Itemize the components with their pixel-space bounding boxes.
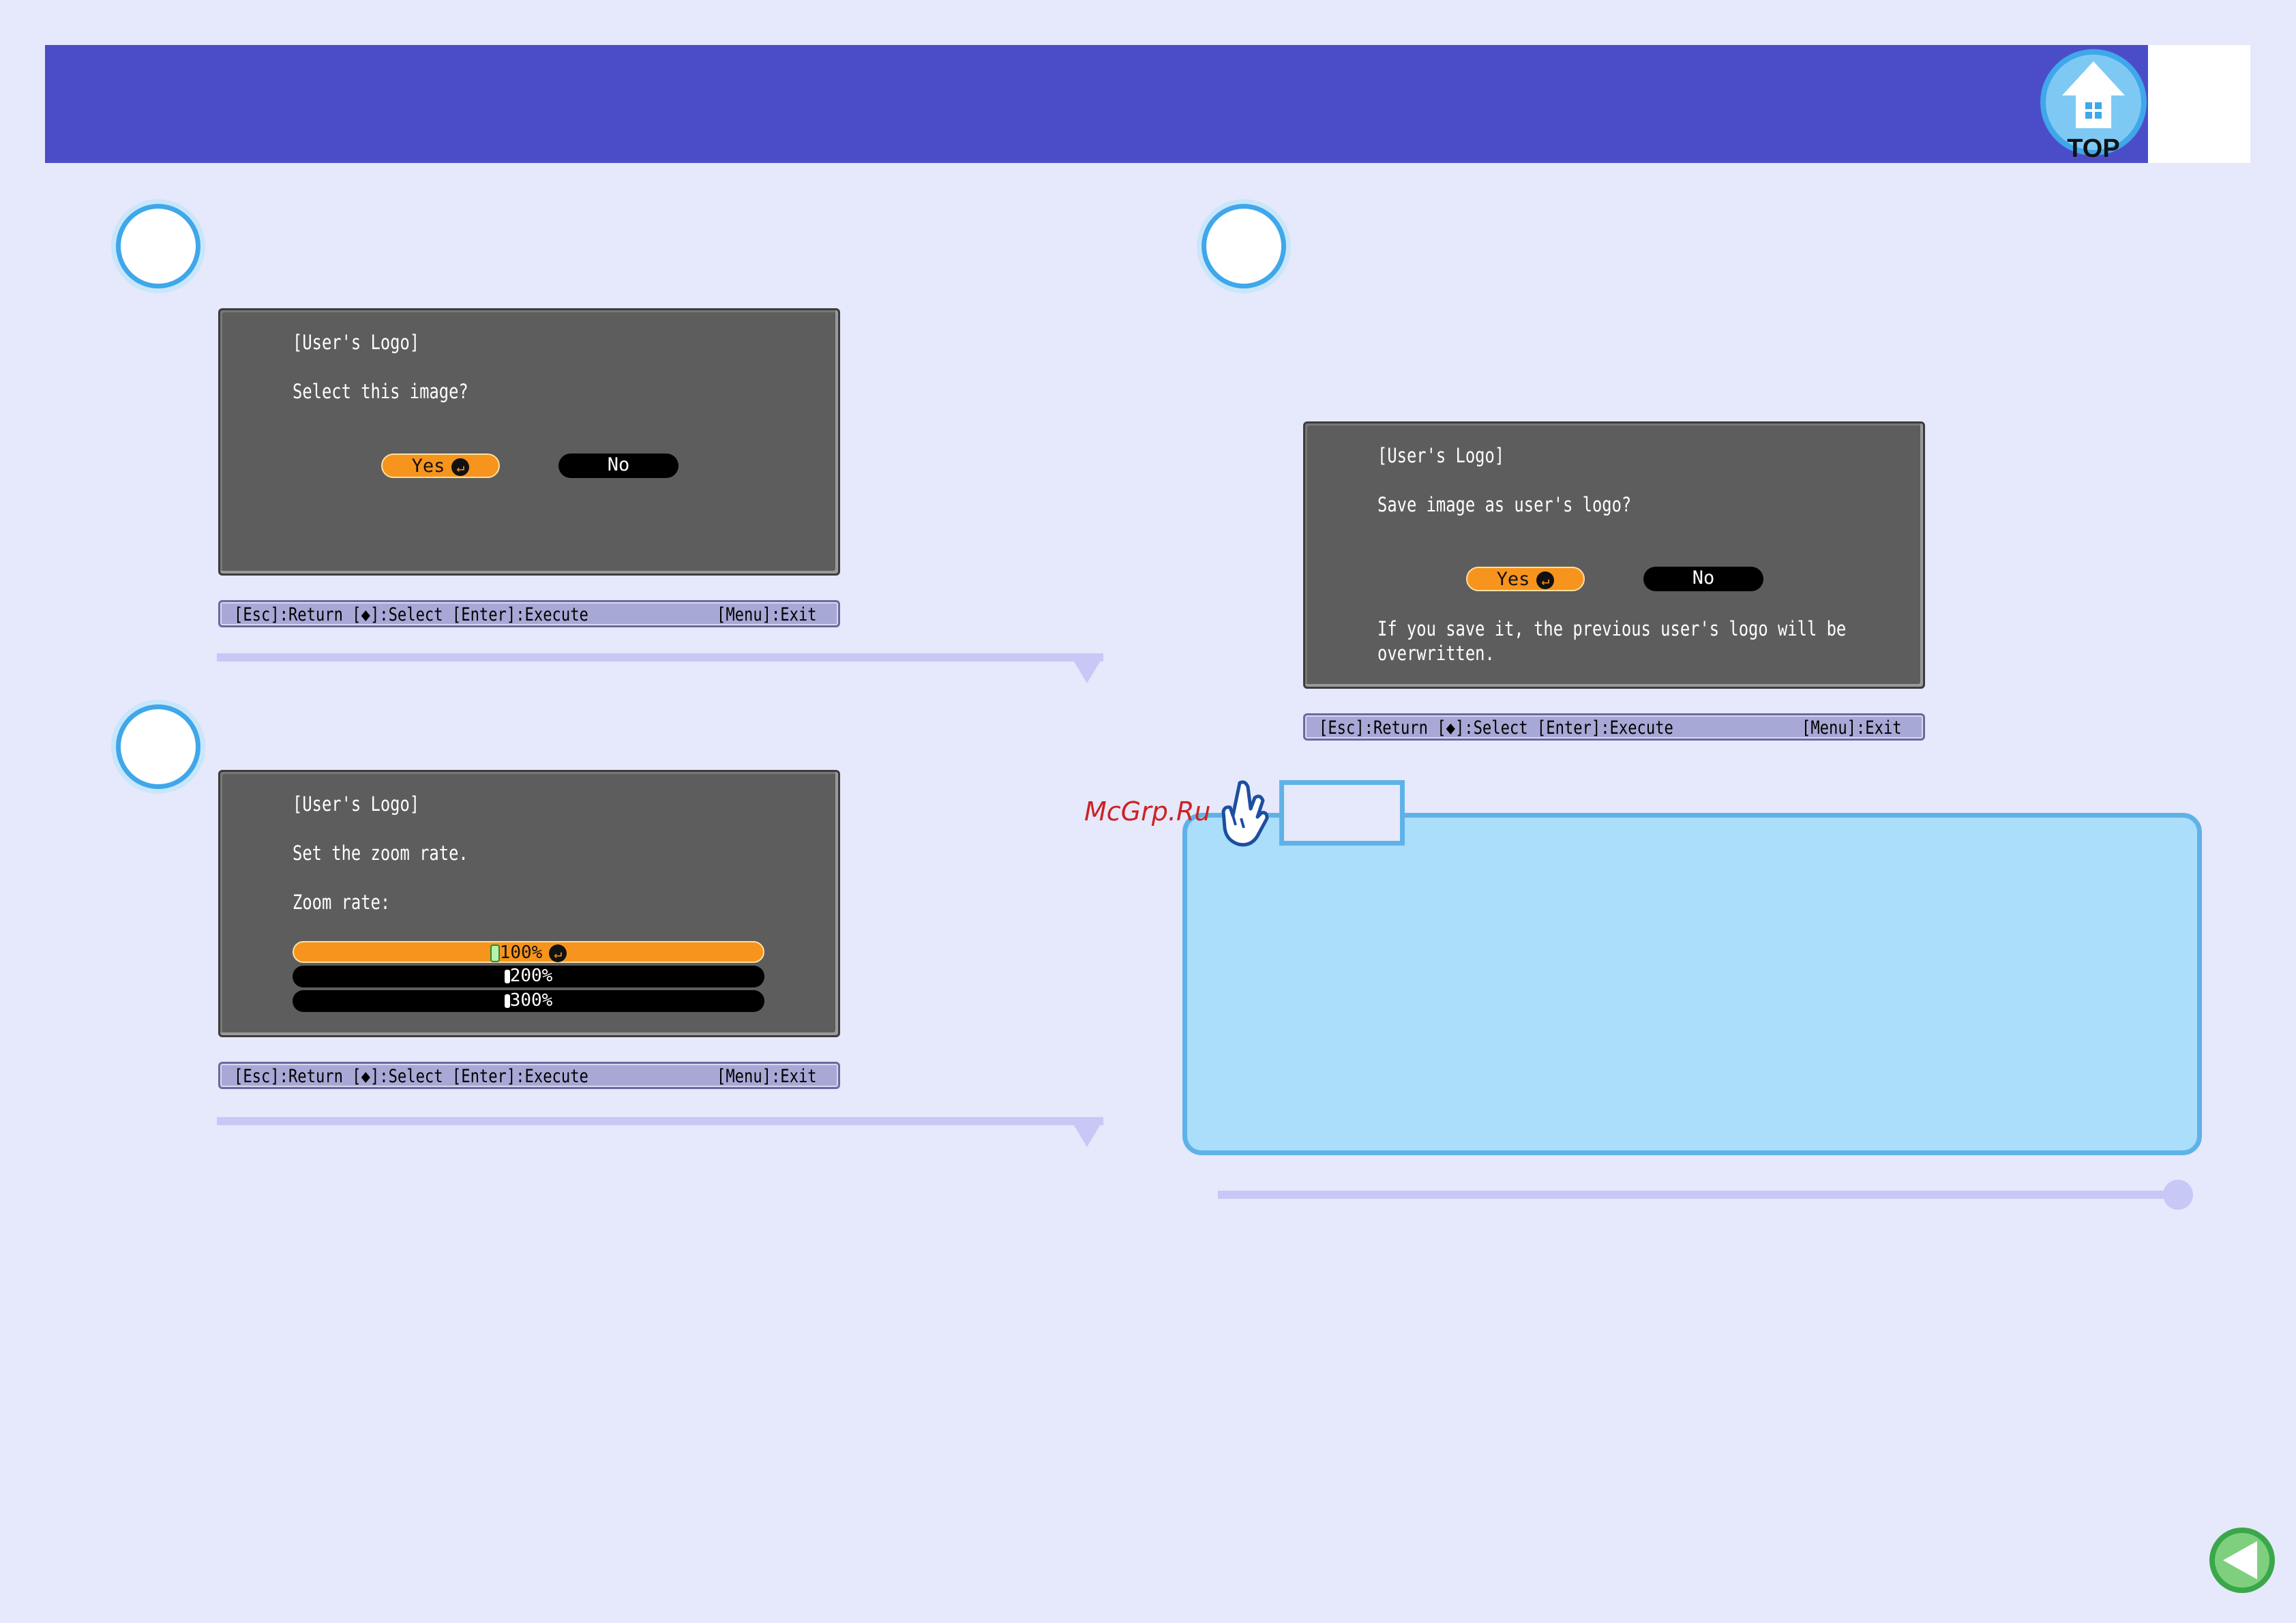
divider-rule	[217, 653, 1103, 661]
dialog-prompt: Save image as user's logo?	[1377, 493, 1632, 516]
dialog-title: [User's Logo]	[293, 331, 420, 354]
note-tab	[1279, 780, 1405, 846]
zoom-label: Zoom rate:	[293, 891, 391, 914]
end-rule	[1218, 1191, 2181, 1199]
radio-selected-icon	[490, 944, 500, 962]
top-button[interactable]: TOP	[2038, 48, 2149, 162]
yes-label: Yes	[1496, 569, 1530, 590]
status-bar: [Esc]:Return [◆]:Select [Enter]:Execute …	[1303, 713, 1925, 741]
house-arrow-icon	[2062, 61, 2125, 128]
enter-return-icon: ↵	[451, 458, 470, 476]
dialog-title: [User's Logo]	[293, 792, 420, 816]
divider-rule	[217, 1117, 1103, 1125]
note-box	[1182, 813, 2202, 1155]
zoom-option-label: 100%	[499, 942, 543, 963]
status-right: [Menu]:Exit	[1802, 717, 1902, 739]
zoom-option-200[interactable]: 200%	[293, 966, 764, 987]
radio-icon	[504, 969, 510, 983]
back-arrow-icon	[2223, 1541, 2257, 1579]
enter-return-icon: ↵	[549, 944, 567, 962]
step-circle	[116, 204, 200, 288]
warning-text: If you save it, the previous user's logo…	[1377, 617, 1847, 640]
radio-icon	[504, 994, 510, 1008]
dialog-prompt: Set the zoom rate.	[293, 842, 468, 865]
watermark: McGrp.Ru	[1084, 796, 1211, 827]
status-bar: [Esc]:Return [◆]:Select [Enter]:Execute …	[218, 1062, 840, 1089]
zoom-option-label: 300%	[509, 990, 553, 1011]
pointing-hand-icon	[1221, 780, 1269, 847]
zoom-dialog: [User's Logo] Set the zoom rate. Zoom ra…	[218, 770, 840, 1037]
end-dot	[2163, 1180, 2193, 1210]
down-arrow-marker	[1071, 1120, 1103, 1147]
status-left: [Esc]:Return [◆]:Select [Enter]:Execute	[234, 1066, 588, 1087]
no-label: No	[607, 454, 630, 475]
dialog-title: [User's Logo]	[1377, 444, 1505, 467]
step-circle	[116, 704, 200, 789]
enter-return-icon: ↵	[1536, 571, 1555, 589]
header-bar	[45, 45, 2148, 163]
dialog-prompt: Select this image?	[293, 380, 468, 403]
no-label: No	[1692, 567, 1715, 589]
step-circle	[1202, 204, 1286, 288]
select-image-dialog: [User's Logo] Select this image? Yes ↵ No	[218, 308, 840, 576]
header-corner	[2148, 45, 2250, 163]
down-arrow-marker	[1071, 656, 1103, 683]
zoom-option-300[interactable]: 300%	[293, 990, 764, 1012]
status-right: [Menu]:Exit	[717, 604, 817, 625]
no-button[interactable]: No	[558, 453, 679, 478]
yes-button[interactable]: Yes ↵	[1466, 567, 1585, 591]
warning-text: overwritten.	[1377, 642, 1495, 665]
yes-label: Yes	[411, 456, 445, 477]
back-button[interactable]	[2208, 1526, 2276, 1594]
no-button[interactable]: No	[1643, 567, 1763, 591]
top-label: TOP	[2067, 134, 2119, 162]
status-right: [Menu]:Exit	[717, 1066, 817, 1087]
status-left: [Esc]:Return [◆]:Select [Enter]:Execute	[234, 604, 588, 625]
status-bar: [Esc]:Return [◆]:Select [Enter]:Execute …	[218, 600, 840, 627]
zoom-option-label: 200%	[509, 966, 553, 986]
save-logo-dialog: [User's Logo] Save image as user's logo?…	[1303, 421, 1925, 689]
status-left: [Esc]:Return [◆]:Select [Enter]:Execute	[1319, 717, 1673, 739]
yes-button[interactable]: Yes ↵	[381, 453, 500, 478]
zoom-option-100[interactable]: 100% ↵	[293, 941, 764, 963]
